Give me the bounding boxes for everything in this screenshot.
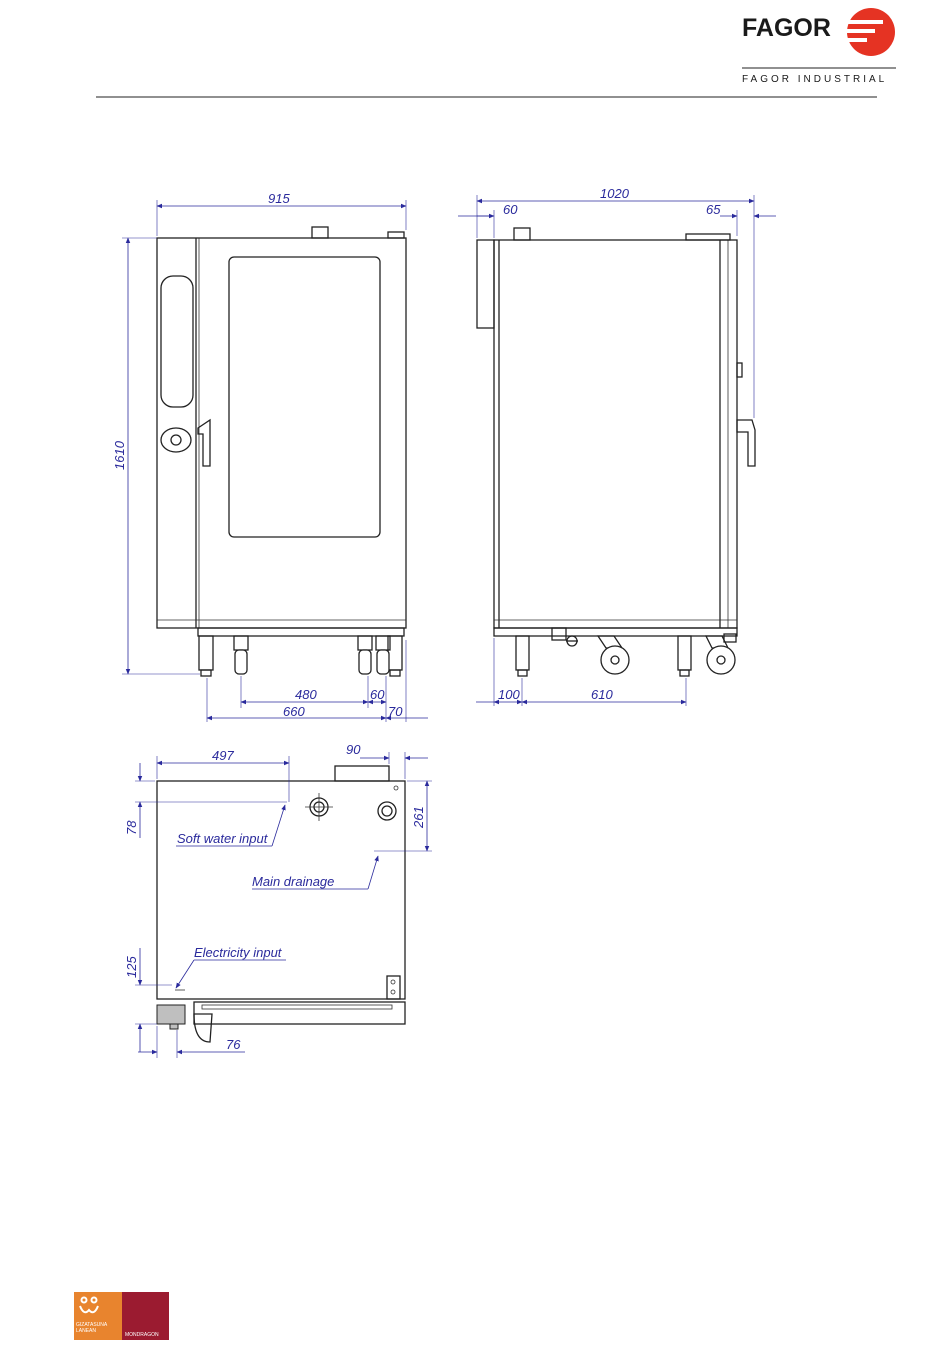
dim-front-width: 915 — [268, 191, 290, 206]
dim-front-height: 1610 — [112, 440, 127, 470]
brand-subtitle: FAGOR INDUSTRIAL — [742, 74, 887, 85]
mondragon-logo: GIZATASUNA LANEAN MONDRAGON — [74, 1292, 169, 1340]
dim-side-front-offset: 65 — [706, 202, 721, 217]
dim-front-feet-offset: 70 — [388, 704, 403, 719]
logo-line2: LANEAN — [76, 1328, 96, 1334]
label-electricity-input: Electricity input — [194, 945, 283, 960]
dim-top-drain-y: 261 — [411, 806, 426, 829]
label-main-drainage: Main drainage — [252, 874, 334, 889]
dim-top-elec-y: 125 — [124, 956, 139, 978]
logo-right: MONDRAGON — [125, 1332, 159, 1338]
brand-logo: FAGOR FAGOR INDUSTRIAL — [742, 8, 896, 85]
dim-front-base-offset: 60 — [370, 687, 385, 702]
dim-top-chimney: 90 — [346, 742, 361, 757]
front-view — [157, 227, 406, 676]
dim-side-base-span: 610 — [591, 687, 613, 702]
dim-side-back-offset: 60 — [503, 202, 518, 217]
brand-name: FAGOR — [742, 14, 831, 42]
dim-side-base-rear: 100 — [498, 687, 520, 702]
fagor-emblem-icon — [845, 8, 895, 56]
dim-top-water-y: 78 — [124, 820, 139, 835]
top-view — [157, 766, 405, 1042]
dim-front-base-span: 480 — [295, 687, 317, 702]
label-soft-water-input: Soft water input — [177, 831, 269, 846]
dim-front-feet-span: 660 — [283, 704, 305, 719]
dim-top-elec-x: 76 — [226, 1037, 241, 1052]
side-view — [477, 228, 755, 676]
dim-top-water-x: 497 — [212, 748, 234, 763]
dim-side-depth: 1020 — [600, 186, 630, 201]
